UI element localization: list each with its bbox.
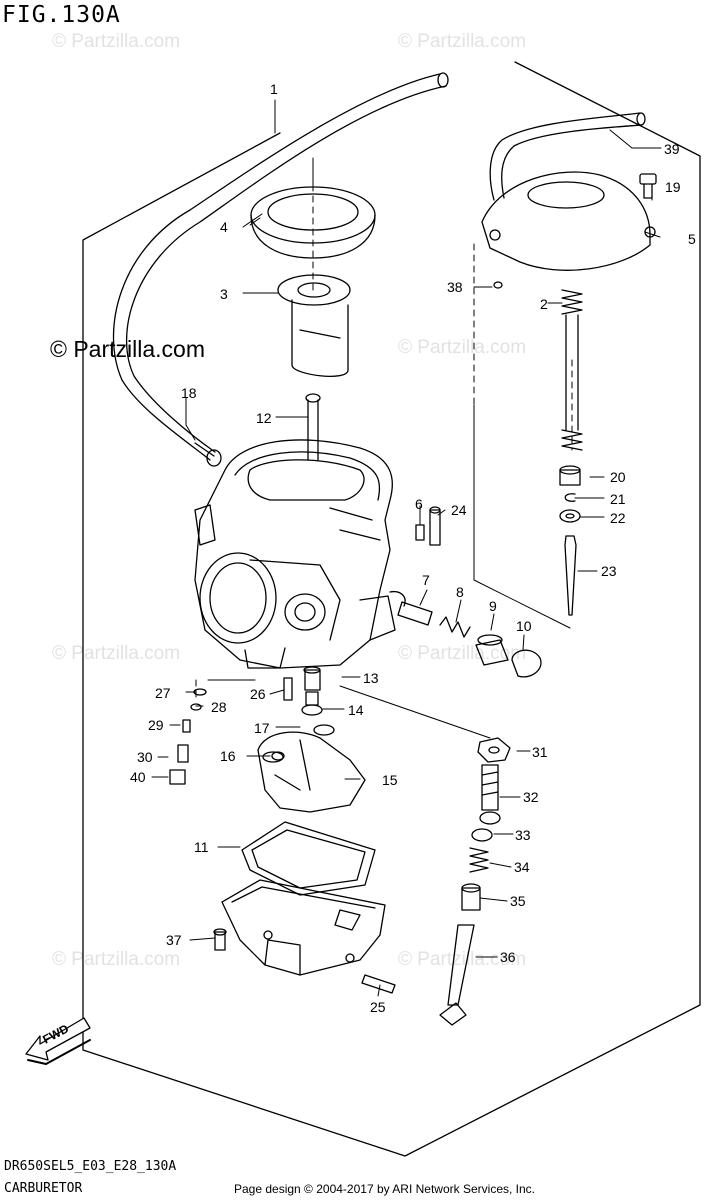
callout-23: 23 [601,563,617,579]
callout-17: 17 [254,720,270,736]
ring-28 [190,703,202,711]
callout-16: 16 [220,748,236,764]
callout-14: 14 [348,702,364,718]
float-15 [257,731,366,813]
cap-10 [511,649,542,678]
gasket-11 [241,821,376,896]
callout-35: 35 [510,893,526,909]
pilot-screw-36 [439,924,475,1026]
jet-13 [303,666,321,691]
nut-9 [475,634,509,666]
callout-15: 15 [382,772,398,788]
callout-8: 8 [456,584,464,600]
jet-14 [301,691,323,716]
callout-29: 29 [148,717,164,733]
clip-38 [493,281,503,289]
screw-25 [361,974,396,994]
figure-title: CARBURETOR [4,1181,83,1196]
callout-39: 39 [664,141,680,157]
retainer-20 [559,465,581,486]
figure-id: FIG.130A [2,2,121,28]
o-ring-17 [313,724,335,736]
screw-30 [177,744,189,763]
plunger-7 [397,601,433,626]
callout-22: 22 [610,510,626,526]
assembly-border [82,61,701,1157]
callout-7: 7 [422,572,430,588]
carburetor-body [194,439,406,669]
callout-38: 38 [447,279,463,295]
callout-28: 28 [211,699,227,715]
callout-33: 33 [515,827,531,843]
piston-valve-3 [277,274,351,377]
callout-9: 9 [489,598,497,614]
callout-24: 24 [451,502,467,518]
callout-30: 30 [137,749,153,765]
vent-hose-1 [112,72,449,461]
ring-27 [193,688,207,696]
callout-26: 26 [250,686,266,702]
sleeve-35 [461,883,481,911]
cap-40 [169,769,186,785]
callout-40: 40 [130,769,146,785]
callout-34: 34 [514,859,530,875]
float-bowl [221,879,386,976]
watermark: © Partzilla.com [52,31,181,52]
callout-5: 5 [688,231,696,247]
callout-20: 20 [610,469,626,485]
watermark: © Partzilla.com [398,31,527,52]
callout-37: 37 [166,932,182,948]
screw-19 [639,173,657,199]
rod-12 [305,393,321,461]
model-code: DR650SEL5_E03_E28_130A [4,1159,177,1174]
spring-2 [561,289,583,451]
callout-10: 10 [516,618,532,634]
diaphragm-4 [250,186,376,259]
screw-37 [213,928,227,951]
callout-3: 3 [220,286,228,302]
pin-6 [415,524,425,541]
callout-4: 4 [220,219,228,235]
spring-8 [439,616,471,638]
callout-31: 31 [532,744,548,760]
screw-32 [479,764,501,825]
callout-12: 12 [256,410,272,426]
callout-1: 1 [270,81,278,97]
leader-lines [151,99,662,997]
washer-22 [559,509,581,523]
watermark: © Partzilla.com [398,643,527,664]
plunger-24 [429,506,441,546]
callout-6: 6 [415,496,423,512]
callout-18: 18 [181,385,197,401]
watermark: © Partzilla.com [52,643,181,664]
callout-27: 27 [155,685,171,701]
alignment-dashes [195,162,573,701]
fwd-arrow-icon [25,1017,91,1065]
needle-valve-16 [271,751,285,761]
screw-26 [283,677,293,701]
callout-19: 19 [665,179,681,195]
callout-25: 25 [370,999,386,1015]
jet-needle-23 [564,535,577,616]
callout-32: 32 [523,789,539,805]
callout-36: 36 [500,949,516,965]
top-cover-5 [481,171,656,271]
hose-18 [194,442,222,467]
watermark: © Partzilla.com [398,337,527,358]
page-credit: Page design © 2004-2017 by ARI Network S… [234,1182,536,1196]
callout-11: 11 [194,839,209,855]
e-ring-21 [564,493,576,502]
watermark: © Partzilla.com [52,949,181,970]
spring-34 [469,847,489,873]
callout-2: 2 [540,296,548,312]
watermark: © Partzilla.com [398,949,527,970]
callout-13: 13 [363,670,379,686]
nut-31 [477,737,511,763]
spring-29 [182,719,191,733]
hose-39 [489,112,646,201]
callout-21: 21 [610,491,626,507]
washer-33 [471,828,493,842]
